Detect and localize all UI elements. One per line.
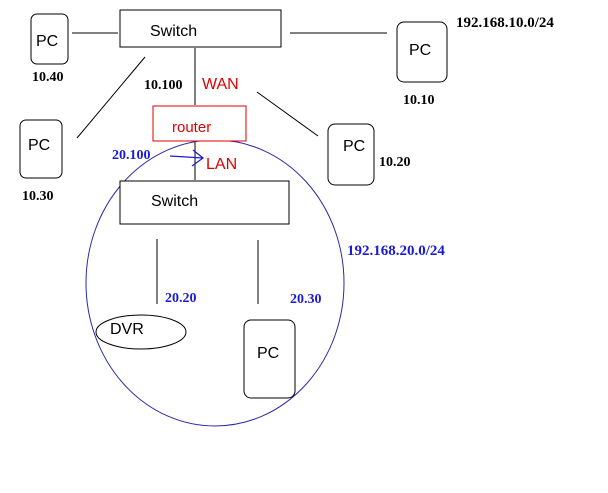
connection-lines [72, 32, 387, 304]
dvr: DVR [95, 314, 187, 350]
switch-top: Switch [119, 9, 282, 48]
lan-arrow [169, 149, 204, 167]
pc-bottom-label: PC [257, 345, 279, 362]
router-wan-label: WAN [202, 76, 239, 93]
dvr-address: 20.20 [165, 291, 197, 306]
switch-bottom: Switch [119, 180, 290, 225]
network-bottom-label: 192.168.20.0/24 [347, 243, 445, 259]
pc-top-left-label: PC [36, 33, 58, 50]
switch-bottom-label: Switch [151, 193, 198, 210]
pc-top-left: PC [30, 13, 69, 65]
router-wan-address: 10.100 [144, 78, 183, 93]
router: router [152, 105, 247, 142]
router-lan-label: LAN [206, 156, 237, 173]
pc-right-top-address: 10.10 [403, 93, 435, 108]
pc-bottom-address: 20.30 [290, 292, 322, 307]
pc-left: PC [19, 119, 63, 179]
pc-left-address: 10.30 [22, 189, 54, 204]
network-top-label: 192.168.10.0/24 [456, 15, 554, 31]
pc-right: PC [327, 123, 375, 186]
pc-right-top: PC [396, 21, 448, 83]
router-label: router [172, 119, 211, 136]
router-lan-address: 20.100 [112, 148, 151, 163]
pc-left-label: PC [28, 137, 50, 154]
pc-bottom: PC [243, 319, 296, 399]
pc-right-label: PC [343, 138, 365, 155]
link-switch-pc-left [76, 56, 146, 139]
pc-right-address: 10.20 [379, 155, 411, 170]
pc-right-top-label: PC [409, 42, 431, 59]
switch-top-label: Switch [150, 23, 197, 40]
pc-top-left-address: 10.40 [32, 70, 64, 85]
dvr-label: DVR [110, 321, 144, 338]
link-switch-pc-right [256, 91, 319, 137]
